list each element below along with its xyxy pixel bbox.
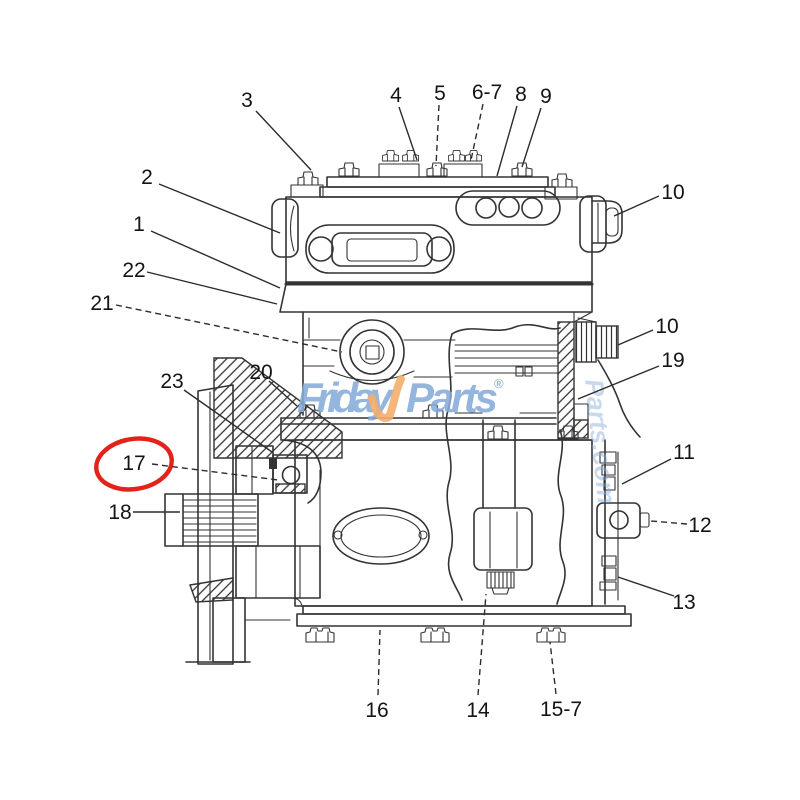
- callout-label-20: 20: [249, 361, 272, 384]
- callout-leader-8: [496, 105, 518, 177]
- mid-mounting-flange: [280, 404, 593, 441]
- callout-label-9: 9: [540, 85, 552, 108]
- bolt-icon: [338, 162, 360, 177]
- bolt-icon: [420, 627, 450, 643]
- bolt-icon: [465, 150, 483, 162]
- watermark-check-icon: [368, 375, 405, 422]
- callout-label-5: 5: [434, 82, 446, 105]
- highlight-oval: [94, 436, 174, 492]
- callout-leader-10: [613, 195, 660, 217]
- bolt-icon: [487, 425, 509, 440]
- callout-leader-9: [521, 107, 542, 168]
- watermark-side-text: Parts.com: [579, 377, 622, 505]
- right-flange-and-fitting: [557, 311, 641, 439]
- callout-leader-20: [268, 380, 298, 407]
- callout-label-19: 19: [661, 349, 684, 372]
- watermark-text-parts: Parts: [406, 374, 498, 421]
- bolt-icon: [536, 627, 566, 643]
- callout-label-15-7: 15-7: [540, 698, 582, 721]
- callout-label-14: 14: [466, 699, 490, 722]
- callout-label-10: 10: [661, 181, 684, 204]
- callout-label-8: 8: [515, 83, 527, 106]
- callout-label-18: 18: [108, 501, 131, 524]
- valve-deck: [302, 311, 456, 416]
- callout-leader-17: [151, 463, 279, 481]
- callout-leader-19: [577, 365, 660, 400]
- callout-label-3: 3: [241, 89, 253, 112]
- bolt-icon: [382, 150, 400, 162]
- callout-leader-13: [617, 576, 675, 597]
- callout-label-4: 4: [390, 84, 402, 107]
- callout-label-12: 12: [688, 514, 711, 537]
- callout-label-22: 22: [122, 259, 145, 282]
- callout-label-2: 2: [141, 166, 153, 189]
- callout-leader-3: [255, 110, 312, 171]
- callout-leader-23: [183, 389, 273, 453]
- callout-label-21: 21: [90, 292, 113, 315]
- callout-leader-2: [158, 183, 281, 234]
- callout-label-10: 10: [655, 315, 678, 338]
- callout-leader-10: [617, 329, 654, 346]
- callout-label-13: 13: [672, 591, 695, 614]
- callout-label-17: 17: [122, 452, 145, 475]
- bolt-icon: [551, 173, 573, 188]
- callout-label-11: 11: [673, 441, 695, 464]
- callout-leader-14: [477, 593, 487, 696]
- callout-label-6-7: 6-7: [472, 81, 502, 104]
- piston-cutaway: [445, 323, 566, 605]
- callout-label-16: 16: [365, 699, 388, 722]
- bolt-icon: [448, 150, 466, 162]
- callout-leader-16: [377, 629, 381, 696]
- callout-leader-12: [650, 520, 688, 525]
- callout-leader-22: [146, 271, 278, 305]
- callout-label-1: 1: [133, 213, 145, 236]
- crankcase: [294, 439, 632, 643]
- callout-leader-5: [435, 104, 440, 167]
- callout-leader-11: [621, 458, 672, 485]
- callout-leader-15-7: [549, 641, 557, 695]
- callout-leader-21: [115, 304, 343, 353]
- callout-leader-1: [150, 230, 281, 289]
- bolt-icon: [305, 627, 335, 643]
- watermark-registered-icon: ®: [494, 376, 504, 391]
- cylinder-head: [271, 190, 623, 313]
- bolt-icon: [297, 171, 319, 186]
- callout-label-23: 23: [160, 370, 183, 393]
- callout-leader-4: [398, 106, 418, 161]
- right-end-cover: [596, 439, 650, 605]
